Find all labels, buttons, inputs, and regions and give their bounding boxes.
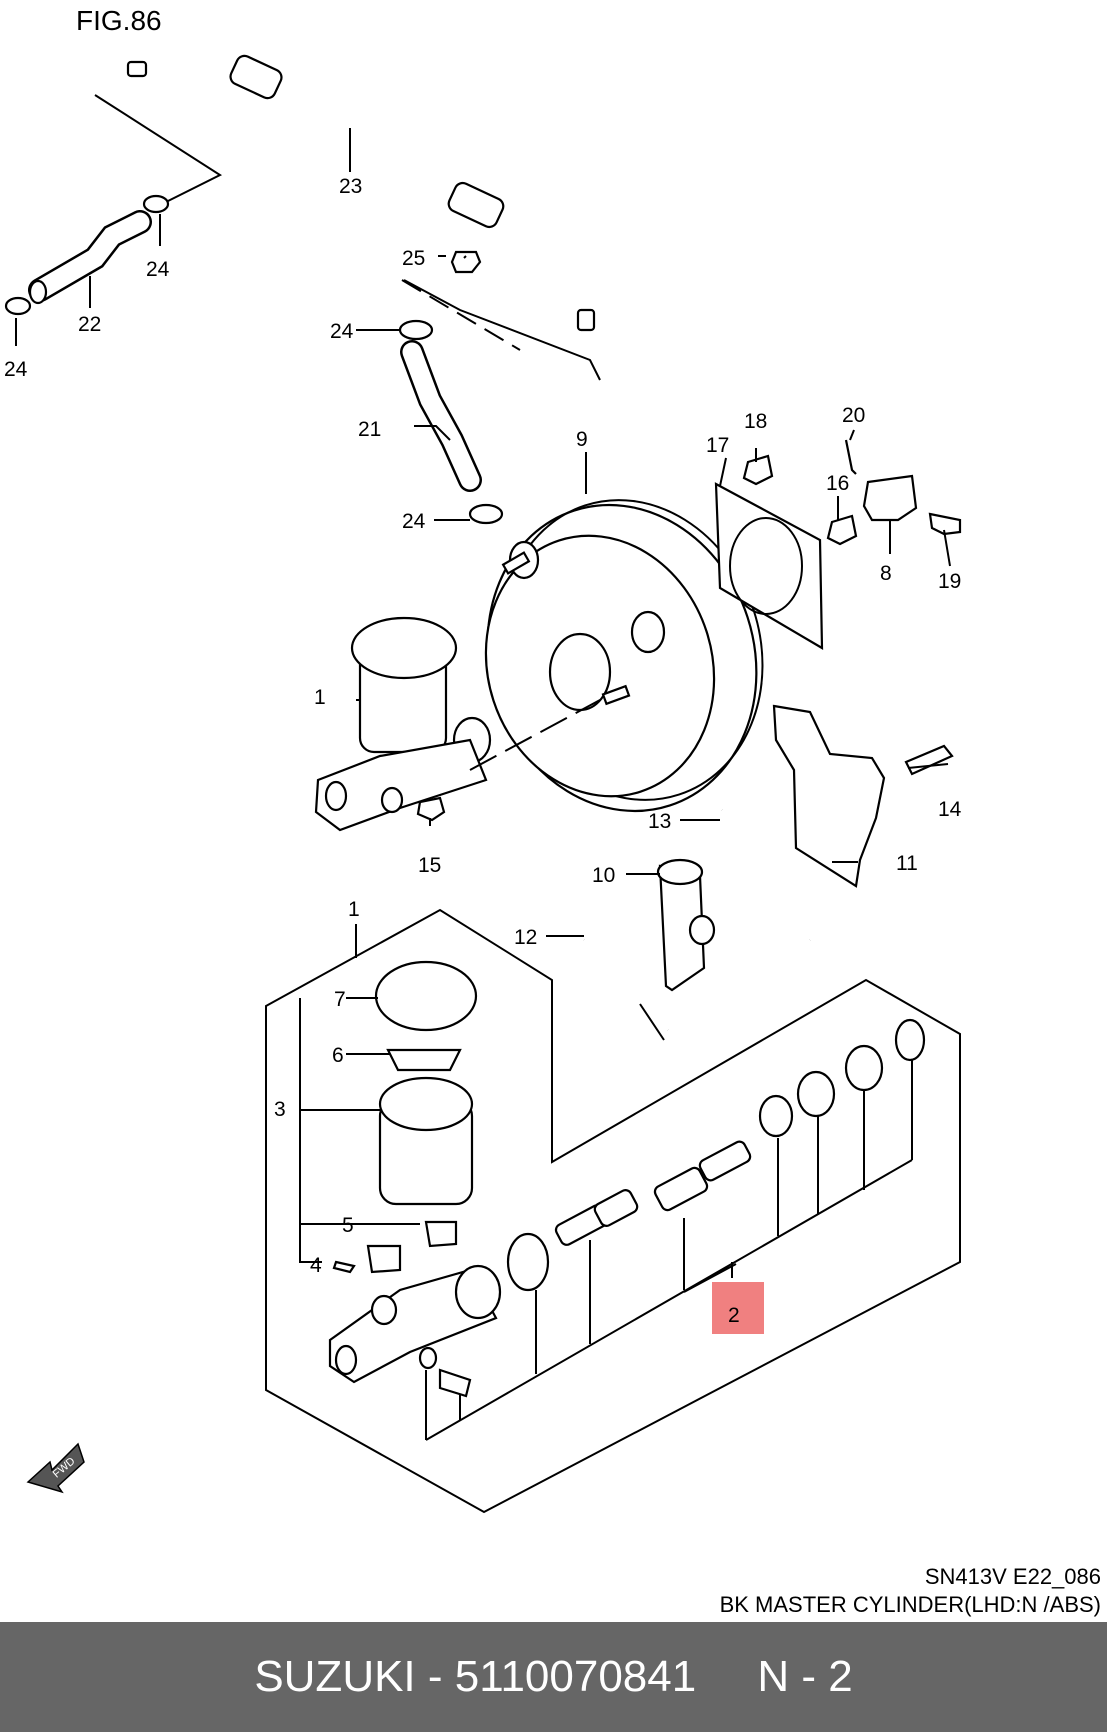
piston-kit-2 — [506, 1018, 926, 1292]
hose-21 — [400, 340, 482, 492]
washer — [418, 1346, 438, 1370]
svg-text:24: 24 — [330, 320, 354, 343]
nut-18 — [742, 454, 774, 486]
svg-text:22: 22 — [78, 313, 101, 336]
clevis-8 — [862, 474, 918, 522]
svg-text:1: 1 — [348, 898, 360, 921]
proportioning-valve-10 — [656, 858, 716, 992]
svg-text:23: 23 — [339, 175, 362, 198]
svg-text:13: 13 — [648, 810, 671, 833]
hose-22 — [28, 210, 152, 305]
svg-text:12: 12 — [514, 926, 537, 949]
cap-7 — [374, 960, 478, 1032]
clamp-24 — [468, 503, 504, 525]
clamp-24 — [398, 319, 434, 341]
master-cylinder-upper — [314, 616, 492, 832]
svg-text:11: 11 — [896, 852, 918, 875]
gasket-17 — [714, 482, 824, 650]
highlight-part-2 — [712, 1282, 764, 1334]
svg-text:24: 24 — [4, 358, 28, 381]
svg-text:7: 7 — [334, 988, 346, 1011]
svg-text:1: 1 — [314, 686, 326, 709]
fwd-arrow-icon: FWD — [26, 1442, 85, 1494]
svg-text:21: 21 — [358, 418, 381, 441]
grommet-5 — [424, 1220, 458, 1248]
footer-part-number: SUZUKI - 5110070841 N - 2 — [254, 1652, 853, 1701]
callouts: 23 25 24 22 24 24 21 24 9 18 17 20 16 8 … — [4, 175, 962, 1327]
svg-text:25: 25 — [402, 247, 425, 270]
svg-text:15: 15 — [418, 854, 441, 877]
strainer-6 — [386, 1048, 462, 1072]
nut-16 — [826, 514, 858, 546]
figure-title: FIG.86 — [76, 5, 162, 36]
nut-25 — [450, 250, 482, 274]
footer-bar: SUZUKI - 5110070841 N - 2 — [0, 1622, 1107, 1732]
parts-diagram: FIG.86 — [4, 5, 962, 1514]
svg-text:17: 17 — [706, 434, 729, 457]
svg-text:10: 10 — [592, 864, 615, 887]
bolt-14 — [904, 744, 954, 776]
svg-text:24: 24 — [146, 258, 170, 281]
pin-4 — [332, 1260, 356, 1274]
svg-text:5: 5 — [342, 1214, 354, 1237]
pin-19 — [928, 512, 962, 536]
master-cylinder-lower — [328, 1264, 502, 1384]
vacuum-pipe — [126, 39, 596, 332]
svg-text:16: 16 — [826, 472, 849, 495]
svg-text:9: 9 — [576, 428, 588, 451]
exploded-box — [265, 908, 961, 1514]
svg-text:14: 14 — [938, 798, 962, 821]
grommet-4 — [366, 1244, 402, 1274]
svg-text:2: 2 — [728, 1304, 740, 1327]
svg-text:24: 24 — [402, 510, 426, 533]
svg-text:18: 18 — [744, 410, 767, 433]
nut-15 — [416, 796, 446, 822]
svg-text:4: 4 — [310, 1254, 322, 1277]
svg-text:19: 19 — [938, 570, 961, 593]
svg-text:20: 20 — [842, 404, 865, 427]
svg-text:6: 6 — [332, 1044, 344, 1067]
figure-caption: BK MASTER CYLINDER(LHD:N /ABS) — [719, 1592, 1101, 1617]
figure-code: SN413V E22_086 — [924, 1564, 1101, 1589]
bolt — [438, 1368, 472, 1398]
svg-text:8: 8 — [880, 562, 892, 585]
clip-20 — [844, 439, 857, 475]
svg-text:3: 3 — [274, 1098, 286, 1121]
clamp-24 — [4, 296, 32, 316]
bracket-11 — [772, 704, 886, 888]
clamp-24 — [142, 194, 170, 214]
